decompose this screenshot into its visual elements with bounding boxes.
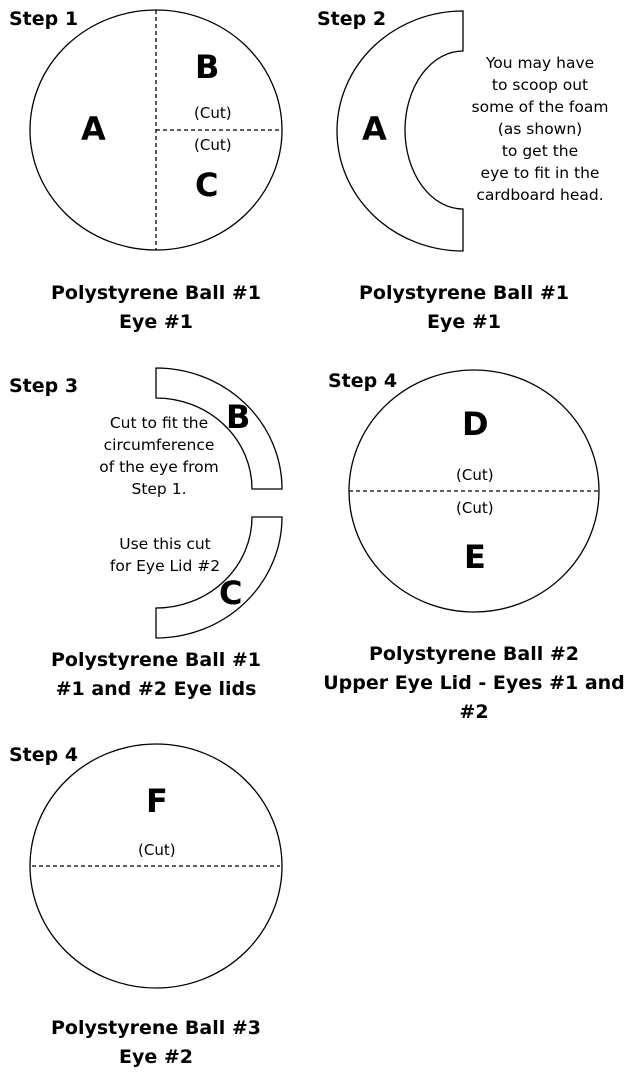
piece-a-outline bbox=[336, 10, 464, 252]
panel-2-caption-line-2: Eye #1 bbox=[426, 311, 501, 333]
piece-label-b: B bbox=[195, 48, 220, 86]
scoop-note-line-2: to scoop out bbox=[491, 76, 589, 94]
panel-4-caption-line-2: Upper Eye Lid - Eyes #1 and #2 bbox=[323, 672, 625, 723]
piece-c-outline bbox=[155, 516, 283, 639]
piece-label-e: E bbox=[464, 538, 486, 576]
scoop-note-line-6: eye to fit in the bbox=[480, 164, 600, 182]
fit-note-line-2: circumference bbox=[103, 436, 215, 454]
piece-label-d: D bbox=[462, 405, 489, 443]
eye-lid-note-line-2: for Eye Lid #2 bbox=[109, 557, 221, 575]
panel-1-caption-line-2: Eye #1 bbox=[118, 311, 193, 333]
panel-2-caption: Polystyrene Ball #1 Eye #1 bbox=[344, 279, 584, 337]
fit-note: Cut to fit the circumference of the eye … bbox=[74, 412, 244, 500]
eye-lid-note: Use this cut for Eye Lid #2 bbox=[80, 533, 250, 577]
scoop-note-line-5: to get the bbox=[501, 142, 579, 160]
ball-3-outline bbox=[29, 743, 283, 989]
cut-note-ball2-lower: (Cut) bbox=[456, 499, 494, 517]
scoop-note-line-4: (as shown) bbox=[497, 120, 583, 138]
panel-3-caption: Polystyrene Ball #1 #1 and #2 Eye lids bbox=[26, 646, 286, 704]
fit-note-line-3: of the eye from bbox=[99, 458, 219, 476]
panel-1-caption-line-1: Polystyrene Ball #1 bbox=[50, 282, 262, 304]
step-3-label: Step 3 bbox=[9, 375, 79, 397]
piece-label-c-step3: C bbox=[219, 574, 243, 612]
panel-5-caption-line-2: Eye #2 bbox=[118, 1046, 193, 1068]
scoop-note: You may have to scoop out some of the fo… bbox=[460, 52, 620, 206]
piece-label-b-step3: B bbox=[226, 398, 251, 436]
piece-label-c: C bbox=[195, 166, 219, 204]
eye-lid-note-line-1: Use this cut bbox=[119, 535, 211, 553]
step-1-label: Step 1 bbox=[9, 8, 79, 30]
panel-5-caption-line-1: Polystyrene Ball #3 bbox=[50, 1017, 262, 1039]
panel-4-caption: Polystyrene Ball #2 Upper Eye Lid - Eyes… bbox=[314, 640, 634, 727]
panel-2-caption-line-1: Polystyrene Ball #1 bbox=[358, 282, 570, 304]
piece-label-f: F bbox=[146, 782, 168, 820]
piece-label-a: A bbox=[81, 110, 106, 148]
step-2-label: Step 2 bbox=[317, 8, 387, 30]
scoop-note-line-7: cardboard head. bbox=[476, 186, 604, 204]
piece-b-outline bbox=[155, 367, 283, 490]
piece-label-a-step2: A bbox=[362, 110, 387, 148]
fit-note-line-1: Cut to fit the bbox=[109, 414, 209, 432]
panel-1-caption: Polystyrene Ball #1 Eye #1 bbox=[36, 279, 276, 337]
cut-note-lower: (Cut) bbox=[194, 136, 232, 154]
panel-3-caption-line-2: #1 and #2 Eye lids bbox=[55, 678, 257, 700]
panel-3-caption-line-1: Polystyrene Ball #1 bbox=[50, 649, 262, 671]
panel-5-caption: Polystyrene Ball #3 Eye #2 bbox=[36, 1014, 276, 1072]
cut-note-upper: (Cut) bbox=[194, 104, 232, 122]
cut-note-ball2-upper: (Cut) bbox=[456, 466, 494, 484]
scoop-note-line-3: some of the foam bbox=[471, 98, 609, 116]
cut-note-ball3: (Cut) bbox=[138, 841, 176, 859]
scoop-note-line-1: You may have bbox=[485, 54, 595, 72]
step-4-label: Step 4 bbox=[328, 370, 398, 392]
fit-note-line-4: Step 1. bbox=[131, 480, 187, 498]
step-4b-label: Step 4 bbox=[9, 744, 79, 766]
panel-4-caption-line-1: Polystyrene Ball #2 bbox=[368, 643, 580, 665]
